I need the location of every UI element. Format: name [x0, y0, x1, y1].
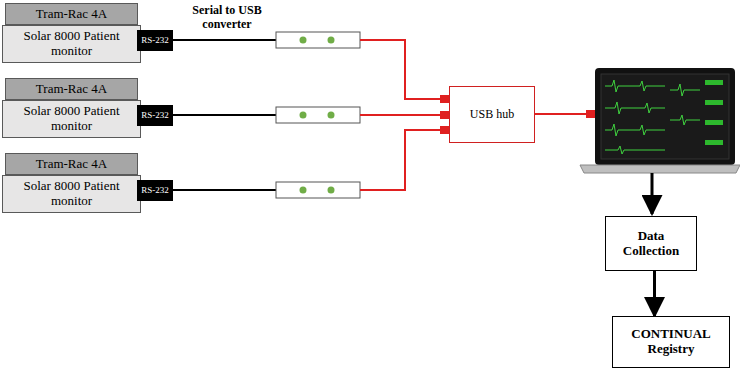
port-tab: RS-232 [137, 30, 173, 51]
process-box: Data Collection [605, 216, 697, 271]
node-text: Solar 8000 Patient monitor [3, 104, 140, 134]
monitor-box: Solar 8000 Patient monitor [2, 25, 141, 63]
rack-box: Tram-Rac 4A [5, 153, 138, 175]
serial-cable [172, 40, 276, 190]
flow-arrow [651, 173, 654, 214]
monitor-box: Solar 8000 Patient monitor [2, 175, 141, 213]
port-tab: RS-232 [137, 105, 173, 126]
monitor-box: Solar 8000 Patient monitor [2, 100, 141, 138]
annotation-label: Serial to USB converter [168, 4, 286, 32]
node-text: RS-232 [141, 35, 169, 45]
flow-arrow [653, 271, 656, 316]
rack-box: Tram-Rac 4A [5, 78, 138, 100]
node-text: RS-232 [141, 185, 169, 195]
process-box: CONTINUAL Registry [612, 316, 730, 368]
node-text: Solar 8000 Patient monitor [3, 179, 140, 209]
node-text: Data Collection [610, 229, 692, 259]
usb-cable [360, 40, 588, 190]
node-text: Tram-Rac 4A [36, 157, 107, 172]
node-text: Tram-Rac 4A [36, 82, 107, 97]
node-text: CONTINUAL Registry [617, 327, 725, 357]
hub-box: USB hub [449, 86, 535, 143]
node-text: RS-232 [141, 110, 169, 120]
rack-box: Tram-Rac 4A [5, 3, 138, 25]
port-tab: RS-232 [137, 180, 173, 201]
node-text: Solar 8000 Patient monitor [3, 29, 140, 59]
laptop-icon [580, 68, 740, 173]
node-text: USB hub [470, 108, 514, 122]
usb-converter [276, 32, 360, 198]
node-text: Tram-Rac 4A [36, 7, 107, 22]
